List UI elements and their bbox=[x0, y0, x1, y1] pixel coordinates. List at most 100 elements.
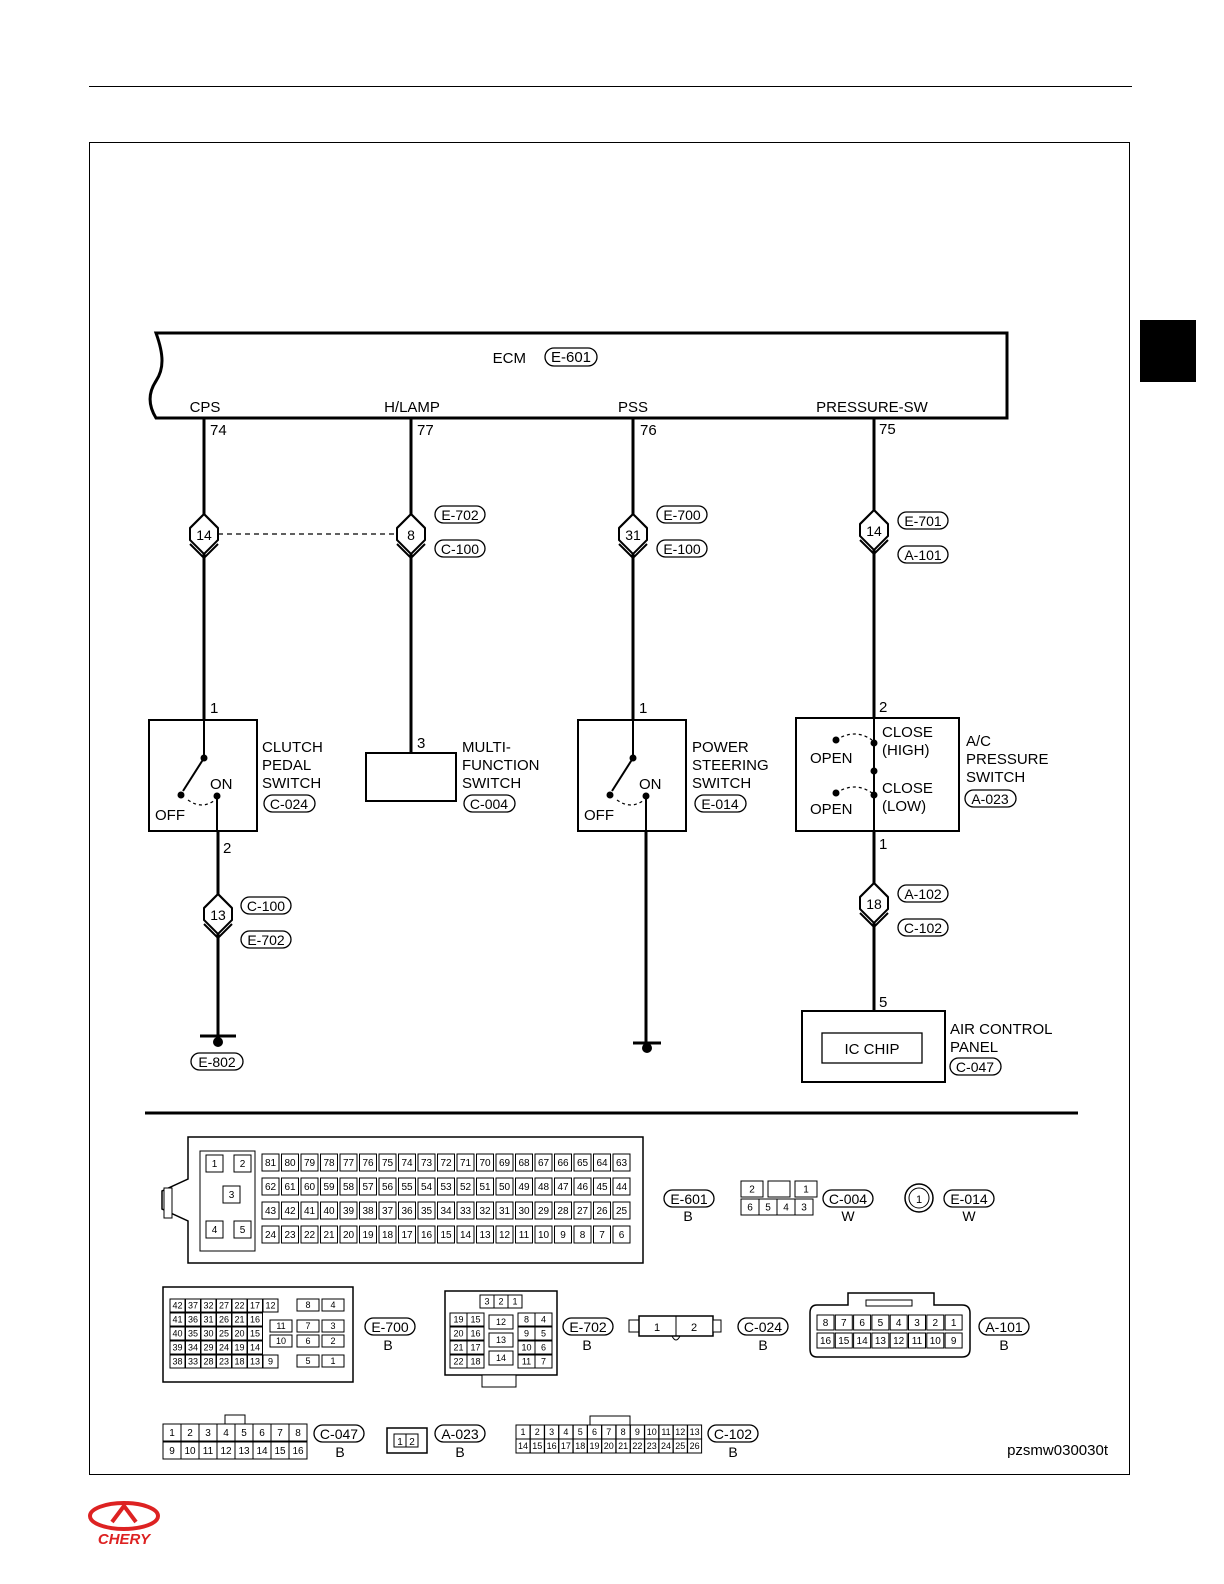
pin-cell bbox=[554, 1153, 572, 1172]
pin-number: 41 bbox=[172, 1315, 182, 1325]
pin-cell bbox=[320, 1153, 338, 1172]
svg-text:E-702: E-702 bbox=[569, 1319, 607, 1335]
pin-cell bbox=[476, 1201, 494, 1220]
pin-number: 69 bbox=[499, 1158, 511, 1169]
pin-number: 36 bbox=[401, 1206, 413, 1217]
pin-number: 56 bbox=[382, 1182, 394, 1193]
pin-number: 25 bbox=[219, 1329, 229, 1339]
pin-number: 28 bbox=[203, 1357, 213, 1367]
pin-number: 6 bbox=[305, 1336, 310, 1346]
connector-tag: E-700 bbox=[656, 505, 708, 524]
svg-text:PEDAL: PEDAL bbox=[262, 757, 311, 774]
svg-text:E-701: E-701 bbox=[904, 513, 942, 529]
pin-cell bbox=[281, 1177, 299, 1196]
pin-cell bbox=[339, 1177, 358, 1196]
pin-number: 8 bbox=[295, 1428, 301, 1439]
svg-text:13: 13 bbox=[210, 907, 226, 923]
svg-text:OFF: OFF bbox=[155, 807, 185, 824]
svg-text:B: B bbox=[582, 1337, 591, 1353]
pin-number: 22 bbox=[234, 1301, 244, 1311]
pin-number: 3 bbox=[229, 1190, 235, 1201]
pin-number: 64 bbox=[596, 1158, 608, 1169]
connector-view-c024: 1 2 C-024 B bbox=[628, 1315, 789, 1353]
pin-number: 76 bbox=[362, 1158, 374, 1169]
pin-number: 61 bbox=[284, 1182, 296, 1193]
pin-cell bbox=[281, 1153, 299, 1172]
pin-number: 35 bbox=[188, 1329, 198, 1339]
pin-number: 5 bbox=[305, 1356, 310, 1366]
pin-number: 1 bbox=[212, 1159, 218, 1170]
pin-number: 18 bbox=[382, 1230, 394, 1241]
pin-number: 34 bbox=[188, 1343, 198, 1353]
air-control-panel: 5 IC CHIP AIR CONTROL PANEL C-047 bbox=[801, 994, 1053, 1083]
svg-text:CLOSE: CLOSE bbox=[882, 724, 933, 741]
pin-cell bbox=[612, 1201, 631, 1220]
pin-cell bbox=[233, 1220, 252, 1239]
pin-number: 75 bbox=[382, 1158, 394, 1169]
pin-cell bbox=[456, 1225, 475, 1244]
svg-text:C-024: C-024 bbox=[270, 796, 308, 812]
pin-cell bbox=[300, 1177, 319, 1196]
pin-cell bbox=[534, 1340, 553, 1355]
svg-text:POWER: POWER bbox=[692, 739, 749, 756]
pin-cell bbox=[573, 1201, 592, 1220]
pin-number: 46 bbox=[577, 1182, 589, 1193]
svg-text:B: B bbox=[728, 1444, 737, 1460]
pin-number: 9 bbox=[169, 1446, 175, 1457]
pin-number: 13 bbox=[875, 1336, 887, 1347]
pin-number: 15 bbox=[274, 1446, 286, 1457]
pin-number: 20 bbox=[234, 1329, 244, 1339]
pin-number: 43 bbox=[265, 1206, 277, 1217]
svg-text:2: 2 bbox=[691, 1322, 697, 1334]
pin-cell bbox=[871, 1332, 890, 1349]
connector-tag: E-702 bbox=[240, 930, 292, 949]
pin-cell bbox=[853, 1314, 872, 1331]
pin-cell bbox=[359, 1153, 377, 1172]
pin-cell bbox=[296, 1319, 320, 1333]
pin-number: 32 bbox=[203, 1301, 213, 1311]
pin-cell bbox=[321, 1319, 345, 1333]
svg-text:A/C: A/C bbox=[966, 733, 991, 750]
pin-cell bbox=[321, 1298, 345, 1312]
pin-cell bbox=[261, 1225, 280, 1244]
pin-cell bbox=[247, 1326, 263, 1341]
chery-logo: CHERY bbox=[88, 1501, 160, 1546]
pin-number: 42 bbox=[284, 1206, 296, 1217]
pin-number: 52 bbox=[460, 1182, 472, 1193]
pin-number: 10 bbox=[521, 1343, 531, 1353]
pin-number: 49 bbox=[518, 1182, 530, 1193]
pin-cell bbox=[944, 1314, 963, 1331]
svg-text:1: 1 bbox=[654, 1322, 660, 1334]
pin-cell bbox=[262, 1354, 279, 1369]
logo-wordmark: CHERY bbox=[98, 1531, 152, 1546]
pin-number: 6 bbox=[747, 1203, 753, 1214]
pin-number: 5 bbox=[578, 1427, 583, 1437]
pin-number: 13 bbox=[250, 1357, 260, 1367]
pin-number: 15 bbox=[250, 1329, 260, 1339]
pin-number: 15 bbox=[440, 1230, 452, 1241]
svg-text:C-100: C-100 bbox=[441, 541, 479, 557]
pin-number: 1 bbox=[951, 1318, 957, 1329]
clutch-pedal-switch: 1 ON OFF 2 CLUTCH PEDAL SWITCH C-024 bbox=[148, 700, 323, 857]
pin-cell bbox=[378, 1225, 397, 1244]
signal-cps: CPS bbox=[190, 399, 221, 416]
pin-cell bbox=[321, 1334, 345, 1348]
wires bbox=[202, 418, 876, 1043]
pin-number: 7 bbox=[599, 1230, 605, 1241]
pin-number: 29 bbox=[203, 1343, 213, 1353]
svg-text:3: 3 bbox=[417, 735, 425, 752]
svg-text:B: B bbox=[335, 1444, 344, 1460]
pin-number: 5 bbox=[240, 1225, 246, 1236]
pin-cell bbox=[320, 1201, 338, 1220]
pin-number: 13 bbox=[690, 1427, 700, 1437]
svg-text:31: 31 bbox=[625, 527, 641, 543]
pin-number: 2 bbox=[933, 1318, 939, 1329]
pin-number: 42 bbox=[172, 1301, 182, 1311]
pin-number: 12 bbox=[499, 1230, 511, 1241]
pin-number: 14 bbox=[857, 1336, 869, 1347]
svg-text:E-014: E-014 bbox=[950, 1191, 988, 1207]
pin-cell bbox=[495, 1153, 514, 1172]
